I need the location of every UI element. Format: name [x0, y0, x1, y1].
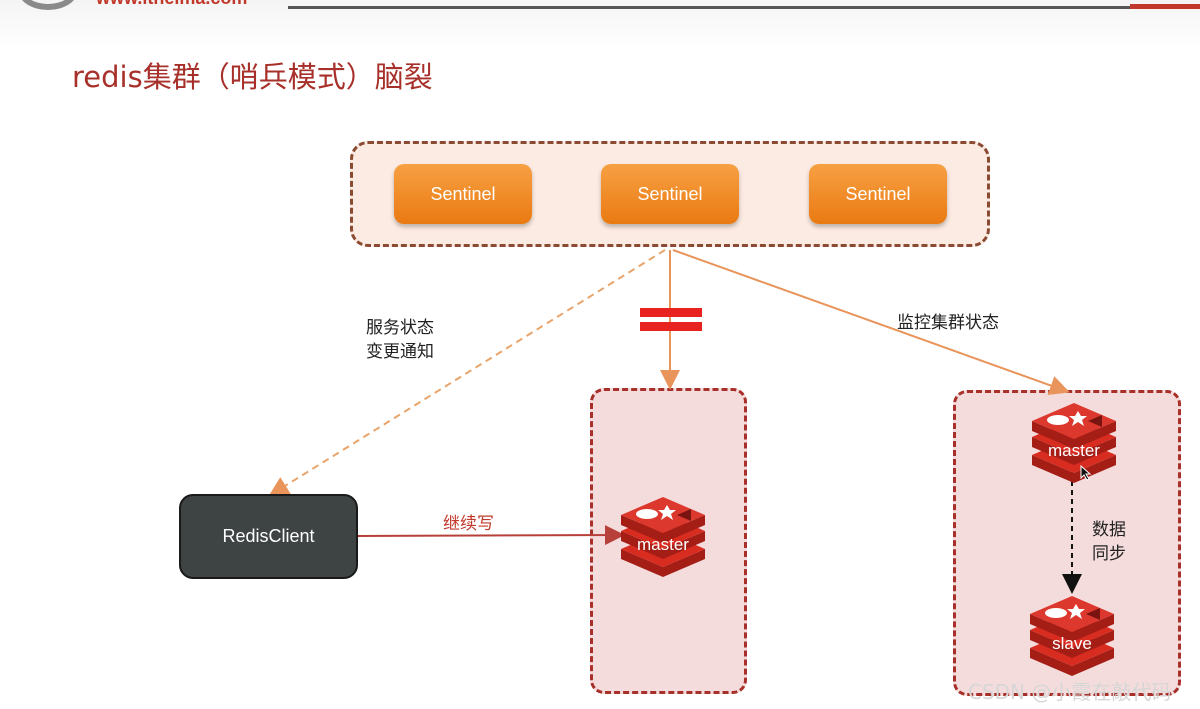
redis-logo-icon — [1032, 403, 1116, 483]
sync-label-line2: 同步 — [1092, 544, 1126, 564]
slave-label: slave — [1052, 634, 1092, 653]
sentinel-node-2: Sentinel — [601, 164, 739, 224]
redis-client-node: RedisClient — [179, 494, 358, 579]
old-master-label: master — [637, 535, 689, 554]
header-divider-accent — [1130, 4, 1200, 9]
continue-write-label: 继续写 — [443, 514, 494, 534]
notify-arrow — [268, 249, 666, 497]
watermark: CSDN @小霞在敲代码 — [968, 680, 1172, 704]
notify-label-line2: 变更通知 — [366, 342, 434, 362]
sync-label-line1: 数据 — [1092, 520, 1126, 540]
notify-label-line1: 服务状态 — [366, 318, 434, 338]
monitor-arrow — [672, 249, 1070, 396]
slide-title: redis集群（哨兵模式）脑裂 — [72, 60, 433, 94]
header-bar: www.itheima.com — [0, 0, 1200, 48]
break-mark-bottom — [640, 322, 702, 331]
header-divider — [288, 6, 1200, 9]
old-master-node: master — [617, 497, 709, 577]
new-master-node: master — [1028, 403, 1120, 483]
slave-node: slave — [1026, 596, 1118, 676]
redis-logo-icon — [621, 497, 705, 577]
site-url: www.itheima.com — [96, 0, 247, 9]
continue-write-arrow — [357, 525, 625, 546]
break-mark-top — [640, 308, 702, 317]
mouse-cursor-icon — [1080, 465, 1092, 481]
sentinel-node-1: Sentinel — [394, 164, 532, 224]
redis-logo-icon — [1030, 596, 1114, 676]
monitor-label: 监控集群状态 — [897, 313, 999, 333]
sentinel-node-3: Sentinel — [809, 164, 947, 224]
new-master-label: master — [1048, 441, 1100, 460]
